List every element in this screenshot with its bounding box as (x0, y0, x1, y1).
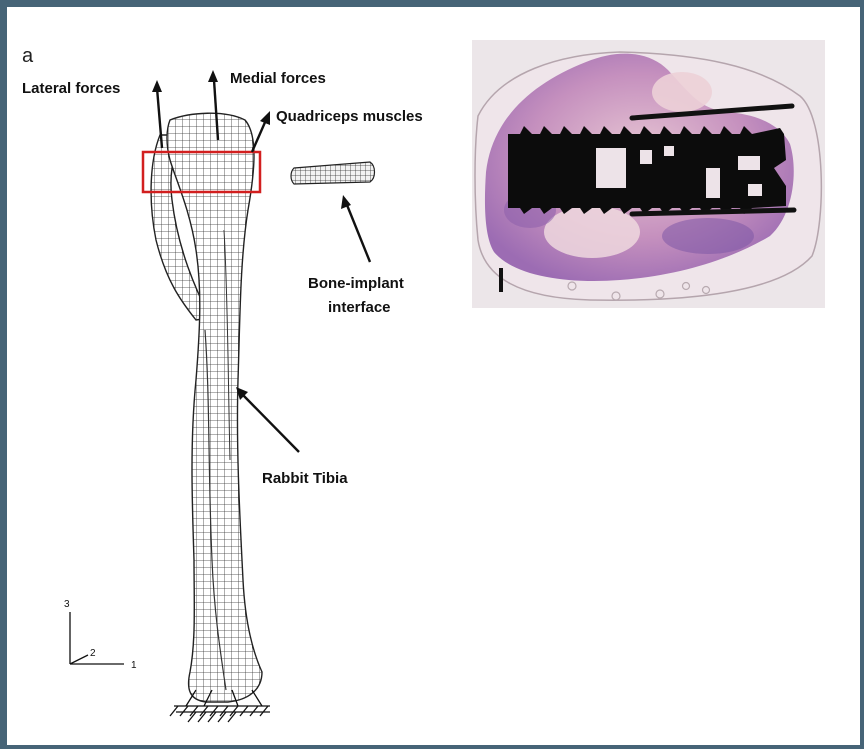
tibia-mesh (151, 113, 262, 702)
axis-1-label: 1 (131, 660, 137, 671)
label-bone-implant-2: interface (328, 299, 391, 316)
implant-mesh (291, 162, 375, 184)
tibia-arrow (236, 387, 299, 452)
label-bone-implant-1: Bone-implant (308, 275, 404, 292)
axis-2-label: 2 (90, 648, 96, 659)
label-medial-forces: Medial forces (230, 70, 326, 87)
panel-letter: a (22, 45, 34, 67)
coordinate-triad: 3 2 1 (64, 599, 137, 671)
label-rabbit-tibia: Rabbit Tibia (262, 470, 348, 487)
bone-implant-arrow (341, 195, 370, 262)
label-quadriceps-muscles: Quadriceps muscles (276, 108, 423, 125)
scale-bar (499, 268, 503, 292)
label-lateral-forces: Lateral forces (22, 80, 120, 97)
axis-3-label: 3 (64, 599, 70, 610)
histology-photo (472, 40, 825, 308)
